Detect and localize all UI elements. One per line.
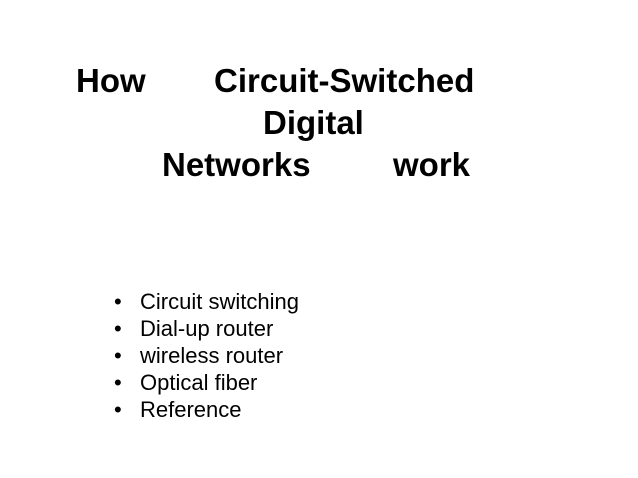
bullet-icon: • [114, 316, 122, 341]
title-word-how: How [76, 62, 146, 99]
title-line-3: Networks work [60, 144, 580, 186]
slide-title: How Circuit-Switched Digital Networks wo… [60, 60, 580, 186]
title-word-networks: Networks [162, 146, 311, 183]
list-item: • Optical fiber [112, 369, 299, 396]
bullet-list: • Circuit switching • Dial-up router • w… [112, 288, 299, 423]
list-item-text: Optical fiber [140, 370, 258, 395]
list-item-text: Reference [140, 397, 242, 422]
list-item: • wireless router [112, 342, 299, 369]
title-line-2: Digital [60, 102, 580, 144]
title-line-1: How Circuit-Switched [60, 60, 580, 102]
title-word-digital: Digital [263, 104, 364, 141]
list-item-text: Circuit switching [140, 289, 299, 314]
list-item: • Reference [112, 396, 299, 423]
bullet-icon: • [114, 397, 122, 422]
title-word-work: work [393, 146, 471, 183]
list-item-text: wireless router [140, 343, 284, 368]
list-item: • Circuit switching [112, 288, 299, 315]
bullet-icon: • [114, 343, 122, 368]
list-item: • Dial-up router [112, 315, 299, 342]
list-item-text: Dial-up router [140, 316, 274, 341]
bullet-icon: • [114, 370, 122, 395]
title-word-circuit-switched: Circuit-Switched [214, 62, 475, 99]
bullet-icon: • [114, 289, 122, 314]
